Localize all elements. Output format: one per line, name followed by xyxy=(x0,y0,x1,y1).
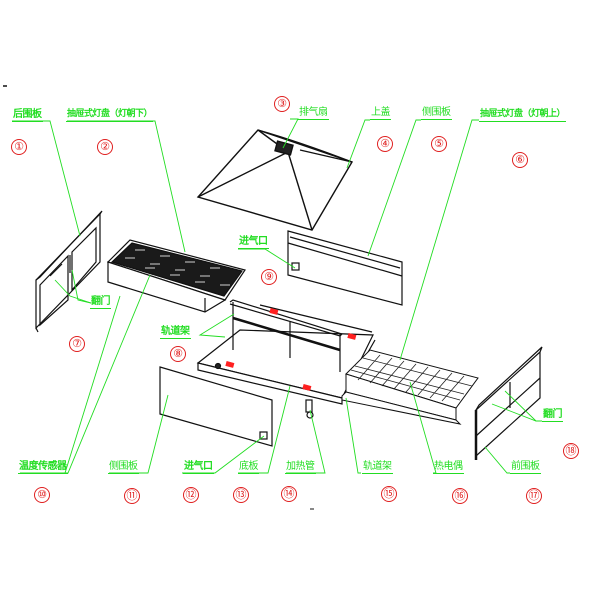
label-part-8: 轨道架 xyxy=(160,326,191,339)
label-part-1: 后围板 xyxy=(12,109,43,122)
label-part-15: 轨道架 xyxy=(362,461,393,474)
side-panel-left-drawing xyxy=(159,366,273,447)
label-part-17: 前围板 xyxy=(510,461,541,474)
callout-9: ⑨ xyxy=(261,269,277,285)
thermocouple-markers xyxy=(225,308,408,391)
label-part-14: 加热管 xyxy=(285,461,316,474)
callout-4: ④ xyxy=(377,136,393,152)
label-part-9: 进气口 xyxy=(238,236,269,249)
label-part-18: 翻门 xyxy=(542,409,563,422)
side-panel-right-drawing xyxy=(287,230,403,306)
callout-13: ⑬ xyxy=(233,487,249,503)
label-part-3: 排气扇 xyxy=(298,107,329,120)
lamp-tray-down-drawing xyxy=(106,239,246,313)
callout-1: ① xyxy=(11,139,27,155)
callout-5: ⑤ xyxy=(431,136,447,152)
callout-8: ⑧ xyxy=(170,346,186,362)
callout-2: ② xyxy=(97,139,113,155)
callout-16: ⑯ xyxy=(452,488,468,504)
label-part-12: 进气口 xyxy=(183,461,214,474)
callout-18: ⑱ xyxy=(563,443,579,459)
callout-7: ⑦ xyxy=(69,336,85,352)
label-part-2: 抽屉式灯盘（灯朝下） xyxy=(66,109,154,122)
label-part-13: 底板 xyxy=(238,461,259,474)
front-panel-drawing xyxy=(474,346,543,460)
label-part-11: 侧围板 xyxy=(108,461,139,474)
base-frame-drawing xyxy=(196,299,376,419)
callout-10: ⑩ xyxy=(34,487,50,503)
top-cover-drawing xyxy=(196,129,354,231)
label-part-4: 上盖 xyxy=(370,107,391,120)
label-part-5: 侧围板 xyxy=(421,107,452,120)
callout-3: ③ xyxy=(274,96,290,112)
callout-6: ⑥ xyxy=(512,152,528,168)
callout-15: ⑮ xyxy=(381,486,397,502)
label-part-6: 抽屉式灯盘（灯朝上） xyxy=(479,109,567,122)
rear-panel-drawing xyxy=(35,210,103,333)
label-part-16: 热电偶 xyxy=(433,461,464,474)
callout-17: ⑰ xyxy=(526,488,542,504)
callout-11: ⑪ xyxy=(124,488,140,504)
lamp-tray-up-drawing xyxy=(341,349,479,425)
callout-12: ⑫ xyxy=(183,487,199,503)
label-part-10: 温度传感器 xyxy=(18,461,68,474)
label-part-7: 翻门 xyxy=(90,296,111,309)
callout-14: ⑭ xyxy=(281,486,297,502)
